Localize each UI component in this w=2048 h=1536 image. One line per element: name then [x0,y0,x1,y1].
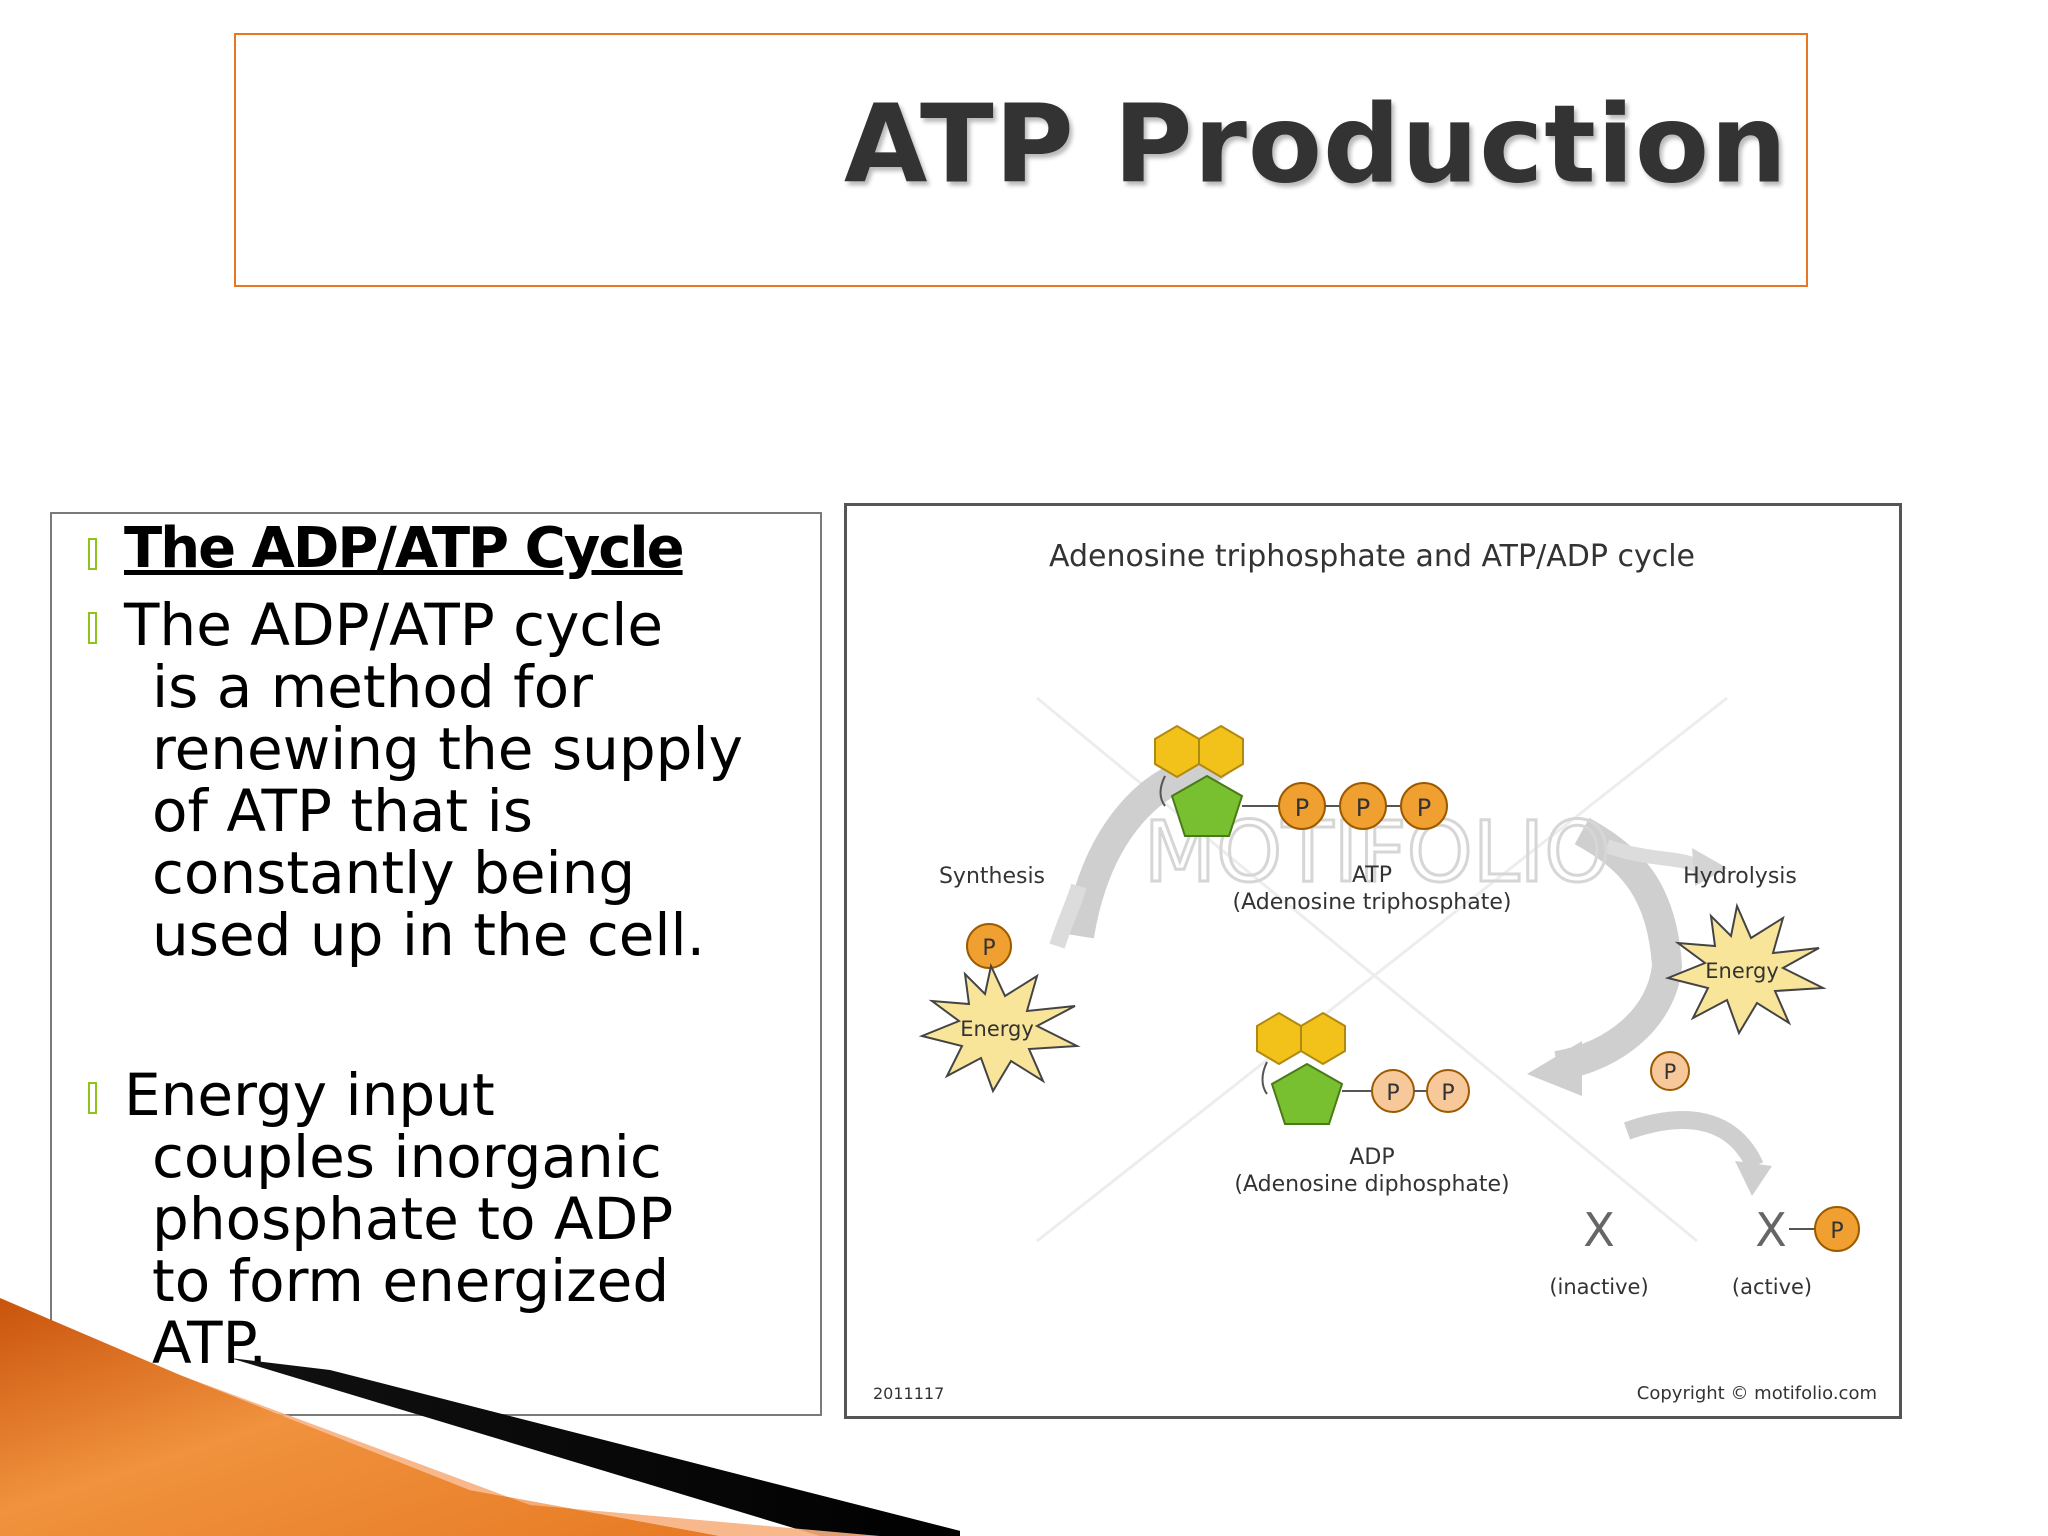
synthesis-arrow [1064,753,1210,939]
phosphate-label: P [1295,794,1309,822]
phosphate-icon [1814,1206,1860,1252]
active-label: (active) [1732,1275,1812,1299]
diagram-canvas: Adenosine triphosphate and ATP/ADP cycle… [873,539,1877,1404]
activation-arrowhead [1735,1161,1772,1196]
bullet-line: is a method for [152,653,593,721]
hydrolysis-label: Hydrolysis [1683,864,1797,889]
bullet-icon [88,1082,97,1114]
adp-molecule: P P [1256,1011,1470,1125]
phosphate-label: P [1386,1081,1399,1106]
phosphate-icon [1650,1051,1690,1091]
active-x-label: X [1755,1203,1787,1257]
bullet-line: ATP. [152,1309,267,1377]
text-content-box: The ADP/ATP Cycle The ADP/ATP cycle is a… [50,512,822,1416]
hexagon-icon [1256,1011,1302,1066]
inactive-label: (inactive) [1549,1275,1648,1299]
phosphate-label: P [1356,794,1370,822]
bond-line [1261,1061,1268,1095]
synthesis-arrow-tail [1049,883,1087,949]
light-swoosh-shape [180,1375,880,1536]
phosphate-label: P [982,936,995,961]
hexagon-icon [1198,724,1244,779]
pentagon-icon [1170,774,1244,837]
cycle-heading: The ADP/ATP Cycle [124,516,685,581]
bullet-line: couples inorganic [152,1123,662,1191]
adp-label: ADP [1349,1145,1394,1170]
pentagon-icon [1270,1062,1344,1125]
phosphate-label: P [1664,1060,1677,1084]
decorative-swoosh [0,1298,960,1536]
bullet-line: used up in the cell. [152,901,706,969]
diagram-id: 2011117 [873,1384,944,1403]
hydrolysis-branch [1604,839,1701,873]
title-box: ATP Production [234,33,1808,287]
hydrolysis-branch-arrowhead [1692,848,1727,886]
phosphate-icon [966,923,1012,969]
bullet-cycle-description: The ADP/ATP cycle is a method for renewi… [124,594,844,966]
bullet-energy-input: Energy input couples inorganic phosphate… [124,1064,844,1374]
copyright-text: Copyright © motifolio.com [1637,1383,1877,1404]
energy-label: Energy [1705,959,1779,983]
bullet-line: phosphate to ADP [152,1185,674,1253]
energy-star-icon [918,962,1081,1094]
phosphate-label: P [1417,794,1431,822]
bullet-icon [88,612,97,644]
slide-title: ATP Production [843,82,1788,208]
atp-cycle-diagram: Adenosine triphosphate and ATP/ADP cycle… [844,503,1902,1419]
background-line [1036,696,1728,1243]
synthesis-label: Synthesis [939,864,1045,889]
adp-full-name: (Adenosine diphosphate) [1234,1172,1509,1197]
atp-full-name: (Adenosine triphosphate) [1233,890,1512,915]
phosphate-label: P [1830,1219,1843,1244]
atp-label: ATP [1352,863,1392,888]
hexagon-icon [1300,1011,1346,1066]
bullet-line: constantly being [152,839,636,907]
bullet-line: renewing the supply [152,715,743,783]
activation-arrow [1623,1110,1764,1170]
bullet-line: of ATP that is [152,777,533,845]
inactive-x-label: X [1583,1203,1615,1257]
phosphate-label: P [1441,1081,1454,1106]
diagram-title: Adenosine triphosphate and ATP/ADP cycle [1049,539,1695,574]
bullet-line: to form energized [152,1247,670,1315]
bond-line [1159,775,1166,807]
hydrolysis-arrowhead [1527,1041,1582,1096]
phosphate-icon [1426,1069,1470,1113]
energy-label: Energy [960,1017,1034,1041]
black-swoosh-shape [230,1358,960,1536]
phosphate-icon [1400,782,1448,830]
bullet-icon [88,538,97,570]
atp-molecule: P P P [1154,724,1448,837]
orange-swoosh-shape [0,1298,720,1536]
energy-star-icon [1664,902,1827,1036]
bullet-line: Energy input [124,1061,495,1129]
bullet-line: The ADP/ATP cycle [124,591,664,659]
